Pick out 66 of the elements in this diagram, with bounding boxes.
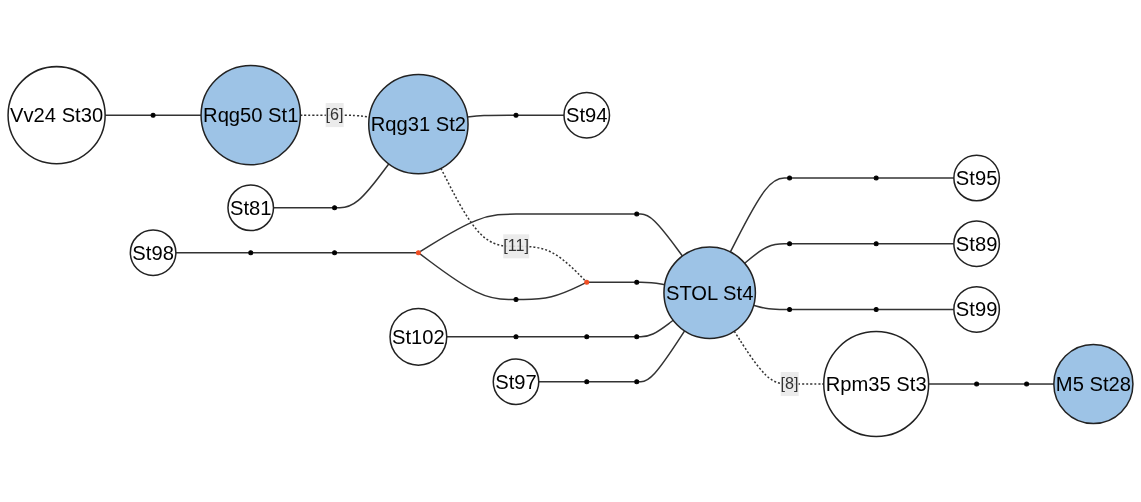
- node-circle: [974, 381, 980, 387]
- connector: [419, 213, 636, 253]
- node-circle: St98: [129, 229, 177, 277]
- node-circle: [1024, 381, 1030, 387]
- node-circle: [787, 241, 793, 247]
- connector: [440, 167, 587, 282]
- node-circle: [584, 379, 590, 385]
- edge-label: [6]: [325, 106, 344, 124]
- node-circle: [332, 250, 338, 256]
- connector: [790, 177, 875, 179]
- node-circle: St99: [953, 285, 1001, 333]
- connector: [638, 213, 684, 257]
- node-circle: [584, 334, 590, 340]
- connector: [790, 308, 875, 311]
- node-circle: St97: [492, 358, 540, 406]
- node-circle: Rqg50 St1: [200, 64, 302, 166]
- connector: [335, 251, 418, 254]
- node-circle: St95: [953, 154, 1001, 202]
- node-circle: [634, 279, 640, 285]
- connector: [446, 336, 515, 338]
- node-circle: [150, 112, 156, 118]
- connector: [638, 281, 666, 286]
- connector: [538, 380, 586, 383]
- connector: [588, 336, 636, 338]
- node-circle: [634, 334, 640, 340]
- node-circle: [873, 175, 879, 181]
- node-circle: [513, 334, 519, 340]
- node-circle: St81: [227, 184, 275, 232]
- connector: [729, 177, 789, 253]
- connector: [252, 251, 334, 254]
- connector: [517, 282, 586, 301]
- connector: [154, 114, 202, 116]
- node-circle: St94: [563, 91, 611, 139]
- connector: [752, 304, 789, 311]
- connector: [517, 336, 586, 338]
- node-circle: [584, 279, 590, 285]
- connector: [588, 281, 636, 284]
- connector: [743, 242, 789, 265]
- node-circle: Rpm35 St3: [823, 330, 930, 438]
- node-circle: [248, 250, 254, 256]
- connector: [790, 242, 875, 245]
- node-circle: [634, 379, 640, 385]
- edge-label: [8]: [780, 374, 799, 393]
- node-circle: [513, 112, 519, 118]
- node-circle: [634, 211, 640, 217]
- connector: [977, 383, 1026, 385]
- node-circle: St89: [953, 220, 1001, 268]
- node-circle: [787, 306, 793, 312]
- connector: [175, 251, 250, 254]
- edge-label: [11]: [503, 237, 529, 255]
- connector: [419, 253, 515, 301]
- connector: [638, 330, 686, 383]
- node-circle: [873, 241, 879, 247]
- node-circle: Rqg31 St2: [367, 73, 469, 175]
- node-circle: M5 St28: [1053, 343, 1134, 425]
- node-circle: [332, 205, 338, 211]
- connector: [335, 163, 390, 209]
- node-circle: [873, 306, 879, 312]
- connector: [588, 380, 636, 383]
- node-circle: St102: [389, 307, 448, 366]
- connector: [638, 319, 674, 338]
- node-circle: Vv24 St30: [7, 65, 106, 165]
- node-circle: [513, 296, 519, 302]
- node-circle: [787, 175, 793, 181]
- node-circle: STOL St4: [663, 246, 757, 340]
- node-circle: [415, 250, 421, 256]
